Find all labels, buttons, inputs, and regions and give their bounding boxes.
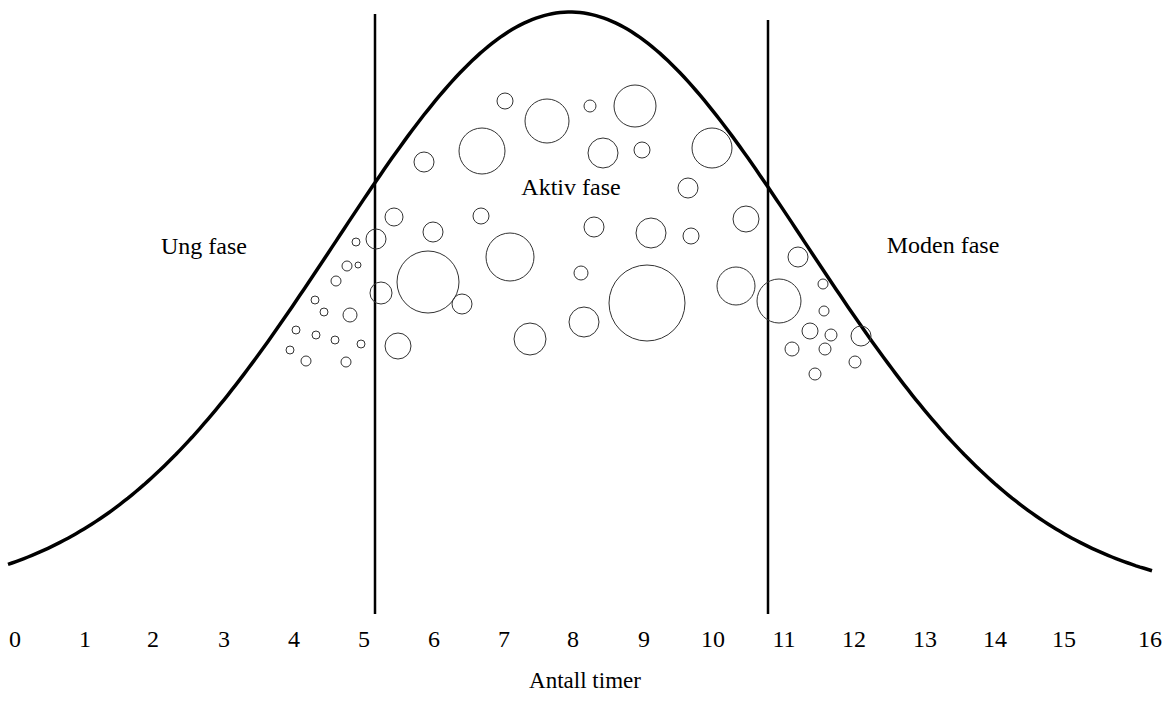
bubble: [341, 357, 351, 367]
bubble: [825, 329, 837, 341]
axis-tick-number: 10: [701, 626, 725, 652]
bubble: [584, 217, 604, 237]
bubble: [692, 128, 732, 168]
bubble: [683, 228, 699, 244]
bubble: [569, 307, 599, 337]
axis-tick-number: 3: [218, 626, 230, 652]
bubble: [342, 261, 352, 271]
axis-tick-number: 8: [567, 626, 579, 652]
bubble: [609, 265, 685, 341]
axis-tick-number: 5: [358, 626, 370, 652]
axis-title: Antall timer: [529, 668, 641, 693]
axis-tick-number: 1: [79, 626, 91, 652]
axis-tick-number: 6: [428, 626, 440, 652]
bubble: [397, 251, 459, 313]
bubble: [757, 279, 801, 323]
bubble: [486, 233, 534, 281]
bubble: [819, 306, 829, 316]
phase-divider: [767, 20, 770, 614]
bubble: [733, 206, 759, 232]
bubble: [819, 343, 831, 355]
bubble: [717, 267, 755, 305]
bubble: [497, 93, 513, 109]
bubble: [678, 178, 698, 198]
bell-curve: [8, 12, 1152, 571]
phase-label: Aktiv fase: [519, 174, 622, 200]
bubble: [452, 294, 472, 314]
bubble: [414, 152, 434, 172]
bubble: [423, 222, 443, 242]
axis-tick-number: 9: [638, 626, 650, 652]
bubble: [352, 238, 360, 246]
bubble: [851, 326, 871, 346]
bubble: [818, 279, 828, 289]
axis-tick-number: 7: [498, 626, 510, 652]
axis-tick-number: 2: [147, 626, 159, 652]
bubble: [370, 282, 392, 304]
phase-label: Ung fase: [161, 233, 247, 259]
bubble: [459, 128, 505, 174]
bubble: [320, 308, 328, 316]
bubbles: [286, 85, 871, 380]
bubble: [355, 262, 361, 268]
phase-divider: [374, 14, 377, 614]
axis-tick-number: 11: [772, 626, 795, 652]
bubble: [785, 342, 799, 356]
bubble: [301, 356, 311, 366]
bubble: [385, 208, 403, 226]
axis-tick-number: 12: [842, 626, 866, 652]
bubble: [292, 326, 300, 334]
bubble: [636, 218, 666, 248]
axis-tick-number: 16: [1138, 626, 1162, 652]
axis-tick-number: 4: [288, 626, 300, 652]
axis-tick-number: 14: [983, 626, 1007, 652]
bubble: [588, 138, 618, 168]
bubble: [849, 356, 861, 368]
bubble: [514, 323, 546, 355]
bubble: [312, 331, 320, 339]
bubble: [286, 346, 294, 354]
bubble: [525, 99, 569, 143]
bubble: [802, 323, 818, 339]
bubble: [331, 336, 339, 344]
bubble: [584, 100, 596, 112]
bubble: [809, 368, 821, 380]
bubble: [343, 308, 357, 322]
bubble: [366, 229, 386, 249]
bubble: [357, 340, 365, 348]
bubble: [634, 142, 650, 158]
bubble: [614, 85, 656, 127]
bubble: [385, 333, 411, 359]
bubble: [331, 276, 341, 286]
bubble: [574, 266, 588, 280]
bubble: [311, 296, 319, 304]
axis-tick-number: 15: [1052, 626, 1076, 652]
phase-label: Moden fase: [887, 232, 1000, 258]
axis-tick-number: 13: [913, 626, 937, 652]
bubble: [473, 208, 489, 224]
bubble: [788, 247, 808, 267]
axis-tick-number: 0: [9, 626, 21, 652]
